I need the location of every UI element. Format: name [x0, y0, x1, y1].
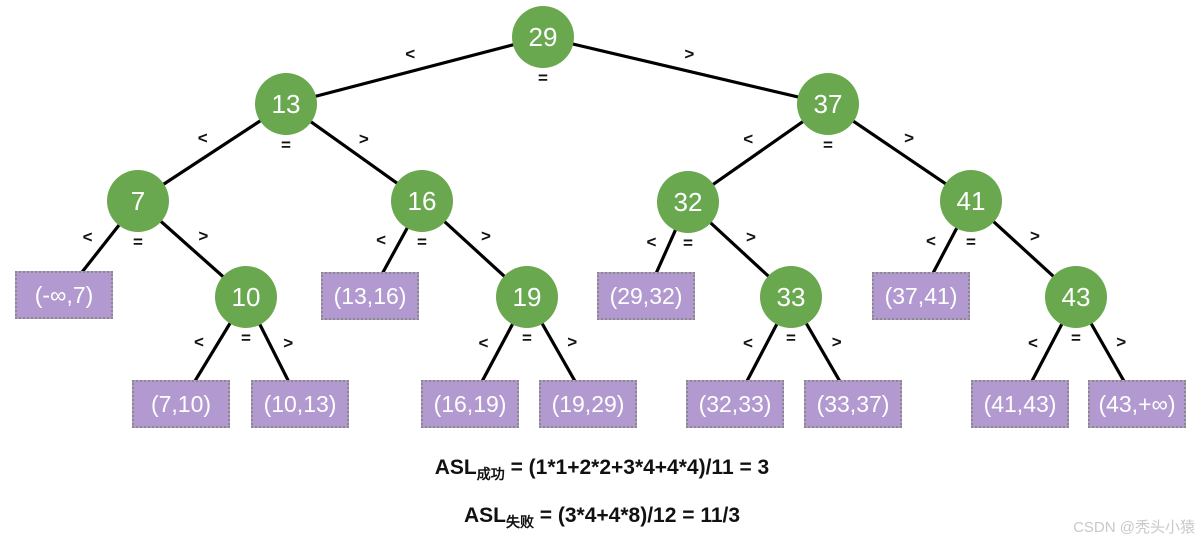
edge-label-greater: >: [358, 129, 369, 149]
tree-edge-29-13: [284, 35, 545, 106]
interval-box-32-33: (32,33): [686, 380, 784, 428]
edge-label-greater: >: [1116, 332, 1127, 352]
asl-success-formula: ASL成功 = (1*1+2*2+3*4+4*4)/11 = 3: [0, 456, 1204, 484]
edge-label-greater: >: [904, 128, 914, 148]
interval-box-41-43: (41,43): [971, 380, 1069, 428]
tree-edge-29-37: [541, 35, 830, 106]
edge-label-less: <: [742, 333, 753, 353]
tree-node-32: 32: [657, 171, 719, 233]
tree-node-13: 13: [255, 73, 317, 135]
edge-label-less: <: [646, 232, 657, 252]
interval-box-33-37: (33,37): [804, 380, 902, 428]
asl-failure-expression: = (3*4+4*8)/12 = 11/3: [533, 504, 741, 527]
edge-label-equal: =: [281, 135, 291, 155]
interval-box-7-10: (7,10): [132, 380, 230, 428]
edge-label-greater: >: [684, 44, 695, 64]
edge-label-greater: >: [1030, 226, 1040, 246]
asl-failure-formula: ASL失败 = (3*4+4*8)/12 = 11/3: [0, 504, 1204, 532]
edge-label-less: <: [405, 44, 416, 64]
edge-label-less: <: [197, 128, 208, 148]
tree-node-33: 33: [760, 266, 822, 328]
tree-node-10: 10: [215, 266, 277, 328]
tree-node-37: 37: [797, 73, 859, 135]
edge-label-less: <: [1027, 333, 1038, 353]
tree-node-7: 7: [107, 170, 169, 232]
edge-label-less: <: [478, 333, 489, 352]
tree-node-29: 29: [512, 6, 574, 68]
edge-label-less: <: [376, 230, 387, 250]
edge-label-equal: =: [786, 328, 796, 348]
edge-label-greater: >: [567, 332, 578, 352]
edge-label-equal: =: [241, 328, 251, 348]
interval-box-43-pos-inf: (43,+∞): [1088, 380, 1186, 428]
edge-label-equal: =: [966, 232, 976, 252]
edge-label-equal: =: [538, 68, 548, 88]
tree-node-41: 41: [940, 170, 1002, 232]
edge-label-equal: =: [133, 232, 143, 252]
edge-label-less: <: [82, 227, 93, 247]
edge-label-equal: =: [1071, 328, 1081, 348]
interval-box-10-13: (10,13): [251, 380, 349, 428]
edge-label-less: <: [743, 129, 754, 149]
asl-success-expression: = (1*1+2*2+3*4+4*4)/11 = 3: [504, 456, 770, 479]
interval-box-19-29: (19,29): [539, 380, 637, 428]
edge-label-equal: =: [417, 232, 427, 252]
interval-box-13-16: (13,16): [321, 272, 419, 320]
asl-label: ASL: [463, 504, 506, 527]
asl-label: ASL: [434, 456, 477, 479]
asl-subscript-success: 成功: [476, 466, 505, 483]
tree-node-19: 19: [496, 266, 558, 328]
tree-node-16: 16: [391, 170, 453, 232]
interval-box-37-41: (37,41): [872, 272, 970, 320]
edge-label-less: <: [925, 231, 936, 251]
edge-label-greater: >: [198, 226, 209, 246]
interval-box-neg-inf-7: (-∞,7): [15, 271, 113, 319]
asl-subscript-failure: 失败: [505, 514, 534, 531]
edge-label-greater: >: [481, 226, 491, 246]
edge-label-greater: >: [283, 333, 294, 353]
csdn-watermark: CSDN @秃头小猿: [1073, 519, 1195, 536]
edge-label-equal: =: [683, 233, 693, 253]
edge-label-greater: >: [831, 332, 842, 352]
interval-box-16-19: (16,19): [421, 380, 519, 428]
edge-label-equal: =: [522, 328, 532, 348]
edge-label-equal: =: [823, 135, 833, 155]
interval-box-29-32: (29,32): [597, 272, 695, 320]
edge-label-less: <: [194, 332, 204, 352]
edge-label-greater: >: [746, 227, 756, 247]
tree-node-43: 43: [1045, 266, 1107, 328]
